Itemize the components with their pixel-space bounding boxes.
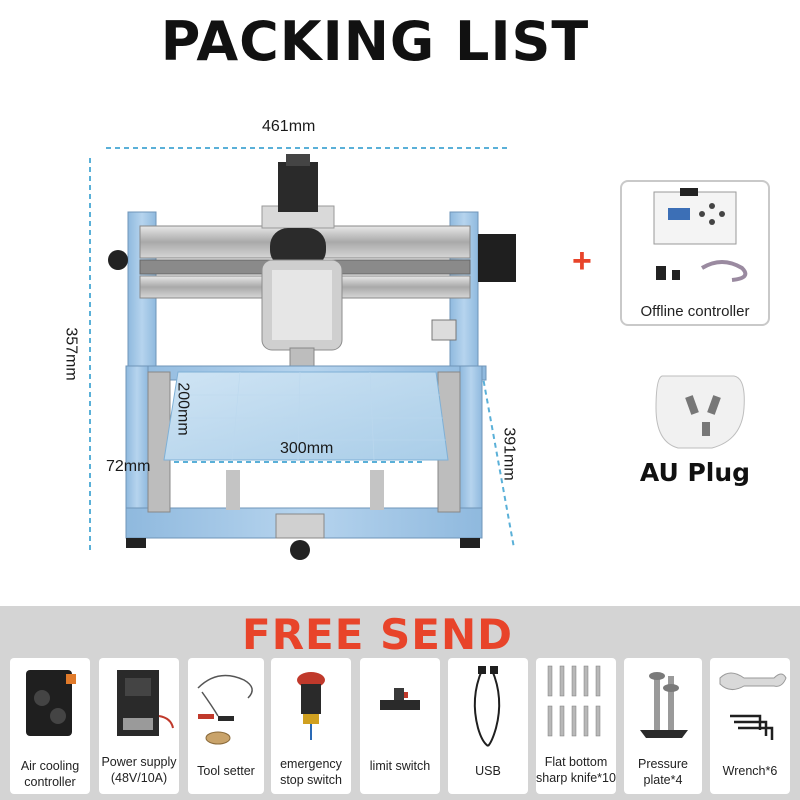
air-cooling-controller-image [26,670,76,736]
free-item-label-line2: plate*4 [643,773,683,787]
free-item-label-line1: limit switch [369,759,431,773]
dimension-depth-label: 391mm [500,427,518,481]
free-item-pressure-plate: Pressure plate*4 [624,658,702,794]
free-item-label-line1: USB [475,764,501,778]
wrench-image [719,672,787,740]
free-item-tool-setter: Tool setter [188,658,264,794]
limit-switch-image [380,688,420,710]
free-item-flat-bottom-knife: Flat bottom sharp knife*10 [536,658,616,794]
free-item-label-line1: emergency [280,757,342,771]
free-send-title: FREE SEND [242,610,513,659]
power-supply-image [117,670,174,736]
dimension-work-x-label: 300mm [280,440,334,457]
free-item-limit-switch: limit switch [360,658,440,794]
free-item-label-line1: Air cooling [20,759,80,773]
usb-cable-image [473,666,501,747]
free-item-label-line2: (48V/10A) [110,771,168,785]
free-item-emergency-stop-switch: emergency stop switch [271,658,351,794]
free-item-label-line2: sharp knife*10 [536,771,616,785]
au-plug-image [655,375,745,449]
free-item-label-line1: Wrench*6 [722,764,778,778]
dimension-height-label: 357mm [62,327,80,381]
free-item-label-line1: Tool setter [197,764,255,778]
free-item-label-line1: Pressure [637,757,689,771]
free-item-air-cooling-controller: Air cooling controller [10,658,90,794]
cnc-machine-illustration [89,147,516,560]
free-send-section: FREE SEND Air cooling controller Power s… [0,606,800,800]
plus-icon: + [572,242,592,280]
free-item-label-line2: controller [24,775,76,789]
free-item-power-supply: Power supply (48V/10A) [99,658,179,794]
flat-bottom-knife-image [547,665,601,737]
dimension-width-label: 461mm [262,118,316,135]
pressure-plate-image [640,672,688,738]
au-plug-label: AU Plug [639,458,751,487]
offline-controller-card: Offline controller [620,180,770,326]
dimension-work-z-label: 72mm [106,458,151,475]
free-item-label-line2: stop switch [280,773,342,787]
free-item-label-line1: Power supply [101,755,177,769]
page-title: PACKING LIST [160,10,590,73]
free-item-label-line1: Flat bottom [544,755,608,769]
free-item-wrench: Wrench*6 [710,658,790,794]
free-item-usb: USB [448,658,528,794]
emergency-stop-switch-image [297,672,325,740]
offline-controller-image [653,188,748,282]
offline-controller-label: Offline controller [640,303,750,320]
dimension-work-y-label: 200mm [174,382,192,436]
tool-setter-image [197,674,253,745]
